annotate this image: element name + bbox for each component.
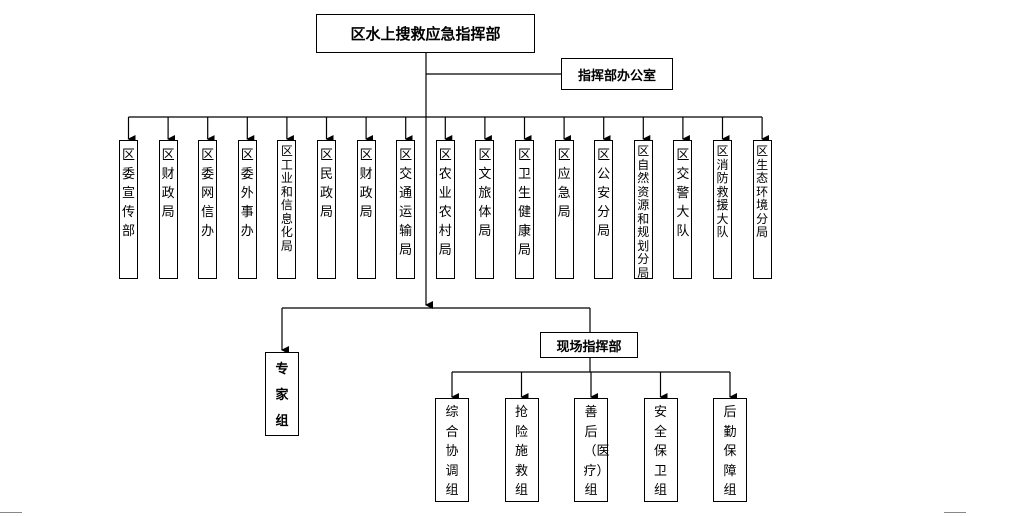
- department-box: 区交警大队: [673, 140, 693, 279]
- department-box: 区生态环境分局: [752, 140, 772, 279]
- team-label: 安全保卫组: [653, 405, 667, 498]
- department-box: 区自然资源和规划分局: [633, 140, 653, 280]
- department-label: 区农业农村局: [438, 148, 452, 258]
- department-box: 区委网信办: [198, 140, 218, 279]
- department-box: 区农业农村局: [435, 140, 455, 279]
- department-label: 区工业和信息化局: [280, 144, 293, 253]
- department-box: 区工业和信息化局: [277, 140, 297, 279]
- page-corner-mark: [944, 512, 966, 513]
- department-box: 区文旅体局: [475, 140, 495, 279]
- department-label: 区公安分局: [597, 148, 611, 239]
- department-label: 区应急局: [557, 148, 571, 220]
- department-label: 区委外事办: [240, 148, 254, 239]
- department-box: 区财政局: [158, 140, 178, 279]
- team-box: 安全保卫组: [643, 398, 678, 502]
- department-box: 区民政局: [317, 140, 336, 279]
- department-label: 区自然资源和规划分局: [637, 144, 650, 280]
- department-label: 区消防救援大队: [716, 144, 729, 239]
- expert-group-box: 专家组: [265, 352, 299, 436]
- department-label: 区财政局: [161, 148, 175, 220]
- team-label: 抢险施救组: [514, 405, 528, 498]
- department-label: 区文旅体局: [478, 148, 492, 239]
- team-box: 抢险施救组: [504, 398, 539, 502]
- department-label: 区委网信办: [201, 148, 215, 239]
- headquarters-box: 区水上搜救应急指挥部: [316, 14, 535, 53]
- expert-group-label: 专家组: [275, 362, 289, 429]
- department-box: 区公安分局: [594, 140, 614, 279]
- department-box: 区卫生健康局: [515, 140, 534, 279]
- field-command-label: 现场指挥部: [556, 339, 622, 355]
- department-label: 区生态环境分局: [756, 144, 769, 239]
- department-label: 区卫生健康局: [517, 148, 531, 258]
- department-box: 区消防救援大队: [713, 140, 732, 279]
- department-label: 区交警大队: [676, 148, 690, 239]
- department-box: 区财政局: [356, 140, 376, 279]
- page-corner-mark: [0, 512, 22, 513]
- team-label: 综合协调组: [445, 405, 459, 498]
- office-box: 指挥部办公室: [561, 58, 673, 90]
- department-box: 区交通运输局: [396, 140, 416, 279]
- field-command-box: 现场指挥部: [540, 332, 638, 358]
- office-label: 指挥部办公室: [577, 68, 656, 84]
- department-label: 区财政局: [359, 148, 373, 220]
- team-box: 后勤保障组: [713, 398, 747, 502]
- team-box: 综合协调组: [435, 398, 469, 502]
- department-box: 区委外事办: [237, 140, 257, 279]
- department-label: 区交通运输局: [399, 148, 413, 258]
- headquarters-title: 区水上搜救应急指挥部: [350, 25, 501, 43]
- team-box: 善后（医疗）组: [574, 398, 610, 502]
- department-label: 区民政局: [319, 148, 333, 220]
- team-label: 后勤保障组: [723, 405, 737, 498]
- department-label: 区委宣传部: [121, 148, 135, 239]
- department-box: 区应急局: [554, 140, 574, 279]
- department-box: 区委宣传部: [119, 140, 138, 279]
- team-label: 善后（医疗）组: [583, 405, 610, 498]
